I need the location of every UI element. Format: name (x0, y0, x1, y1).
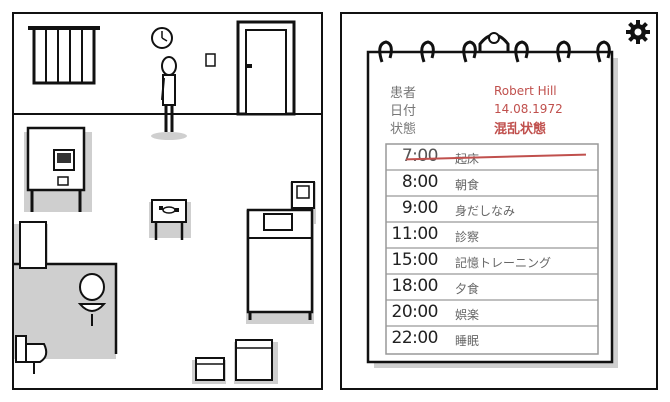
schedule-activity: 朝食 (455, 178, 480, 192)
state-label: 状態 (390, 122, 417, 137)
notebook-drawing (366, 32, 618, 368)
schedule-row[interactable]: 18:00 夕食 (388, 274, 598, 300)
schedule-time: 18:00 (391, 276, 439, 296)
sink[interactable] (77, 273, 107, 326)
schedule-row[interactable]: 22:00 睡眠 (388, 326, 598, 352)
schedule-time: 20:00 (391, 302, 439, 322)
schedule-activity: 起床 (455, 152, 480, 166)
schedule-row[interactable]: 11:00 診察 (388, 222, 598, 248)
nightstand[interactable] (291, 181, 315, 209)
schedule-time: 22:00 (391, 328, 439, 348)
schedule-row[interactable]: 7:00 起床 (388, 144, 598, 170)
schedule-notebook: 患者 Robert Hill 日付 14.08.1972 状態 混乱状態 7:0… (340, 12, 658, 390)
patient-name: Robert Hill (494, 84, 557, 98)
schedule-time: 11:00 (391, 224, 439, 244)
schedule-time: 15:00 (391, 250, 439, 270)
schedule-row[interactable]: 9:00 身だしなみ (388, 196, 598, 222)
door[interactable] (236, 20, 296, 116)
schedule-activity: 夕食 (455, 282, 480, 296)
schedule-activity: 身だしなみ (455, 204, 516, 218)
toilet[interactable] (15, 335, 48, 374)
shower[interactable] (19, 221, 47, 269)
schedule-row[interactable]: 15:00 記憶トレーニング (388, 248, 598, 274)
schedule-time: 9:00 (401, 198, 439, 218)
schedule-activity: 睡眠 (455, 334, 480, 348)
cabinet[interactable] (235, 339, 273, 381)
state-value: 混乱状態 (494, 122, 547, 137)
bed[interactable] (246, 208, 314, 320)
schedule-activity: 診察 (455, 230, 480, 244)
schedule-activity: 記憶トレーニング (455, 256, 552, 270)
schedule-time: 8:00 (401, 172, 439, 192)
schedule-activity: 娯楽 (455, 308, 480, 322)
date-label: 日付 (390, 104, 417, 119)
box[interactable] (195, 357, 225, 381)
schedule-row[interactable]: 20:00 娯楽 (388, 300, 598, 326)
window (28, 26, 100, 85)
room-drawing (14, 20, 321, 384)
light-switch[interactable] (205, 53, 216, 67)
patient-figure[interactable] (161, 56, 177, 132)
schedule-row[interactable]: 8:00 朝食 (388, 170, 598, 196)
patient-label: 患者 (390, 86, 417, 101)
room-view (12, 12, 323, 390)
small-table[interactable] (151, 199, 187, 240)
gear-icon[interactable] (626, 20, 650, 44)
desk-with-tv[interactable] (26, 126, 86, 212)
clock-icon[interactable] (151, 27, 173, 49)
date-value: 14.08.1972 (494, 102, 563, 116)
schedule-time: 7:00 (401, 146, 439, 166)
